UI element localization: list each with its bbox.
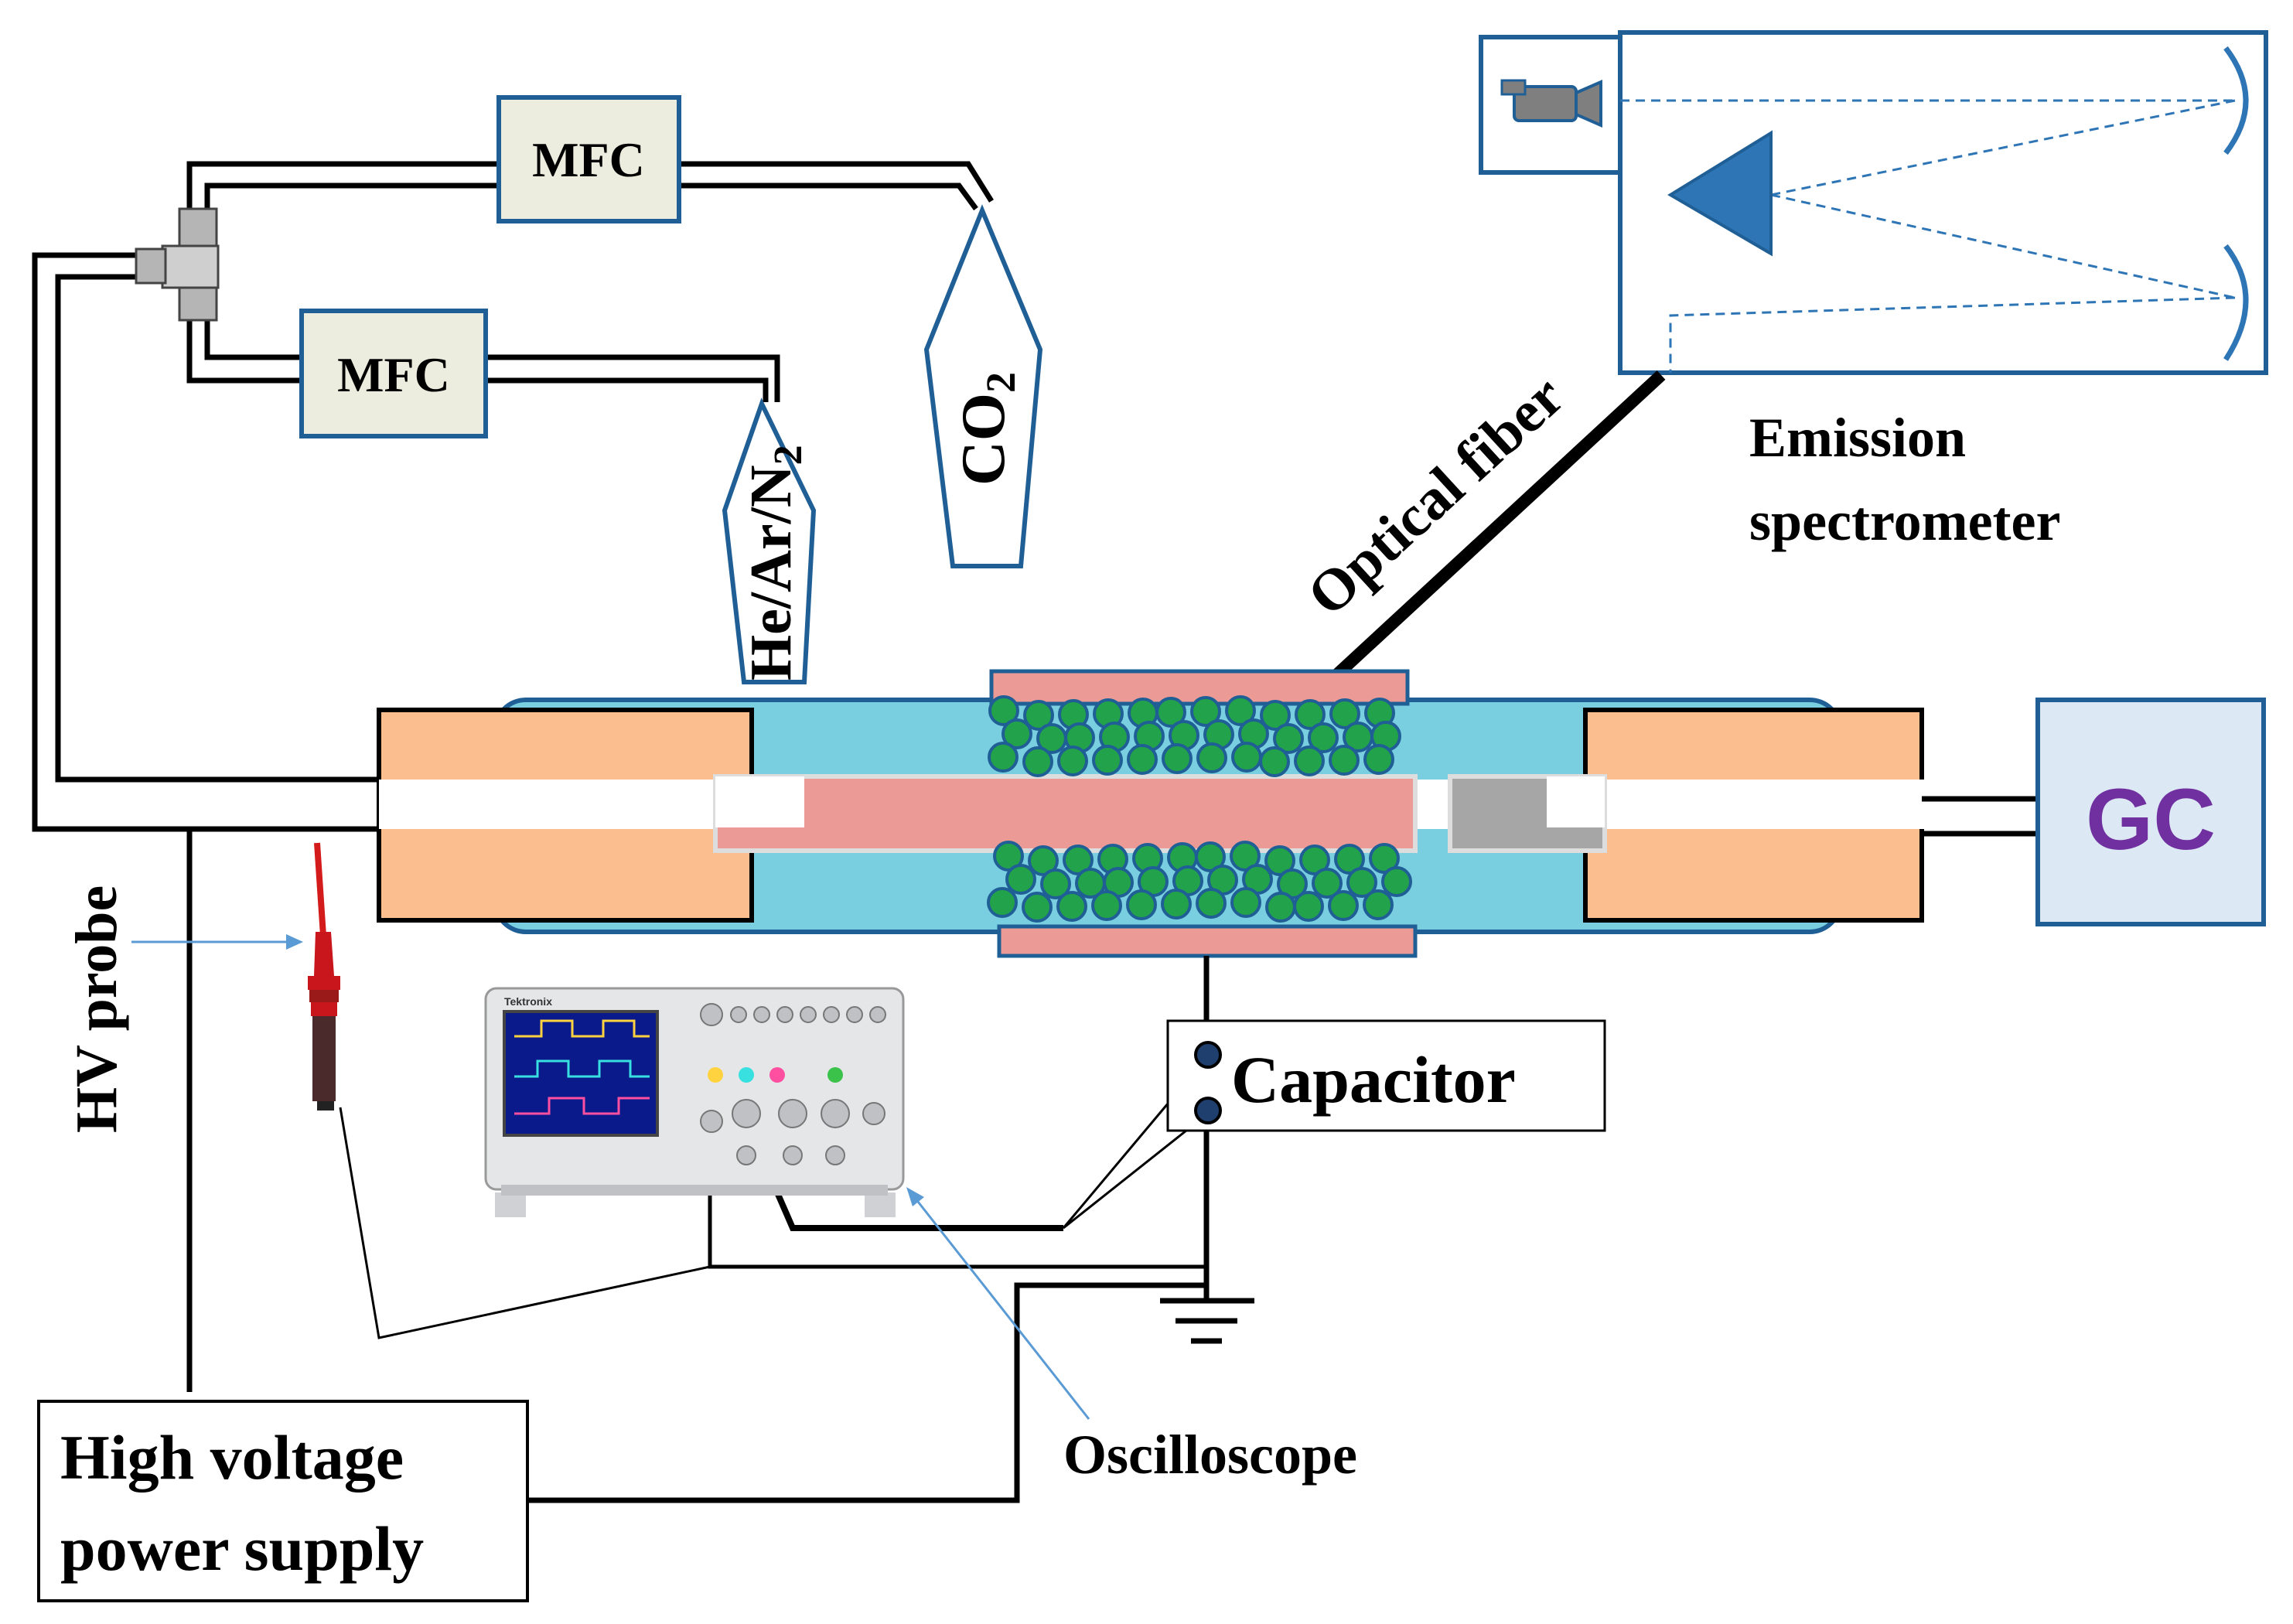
- catalyst-bead: [1196, 888, 1227, 919]
- oscilloscope-label: Oscilloscope: [1063, 1424, 1357, 1486]
- prism-icon: [1667, 130, 1773, 257]
- spectrometer-label-line1: Emission: [1749, 407, 1966, 469]
- svg-text:CO2: CO2: [950, 372, 1024, 486]
- catalyst-bead: [1363, 744, 1394, 775]
- tee-connector-icon: [135, 207, 220, 322]
- emission-spectrometer: [1479, 30, 2268, 375]
- catalyst-bead: [1225, 695, 1256, 726]
- gc-box: GC: [2035, 698, 2266, 926]
- catalyst-bead: [1040, 868, 1071, 899]
- catalyst-bead: [1363, 889, 1394, 920]
- video-camera-icon: [1500, 79, 1602, 128]
- mirror-bottom-icon: [2223, 244, 2249, 361]
- catalyst-bead: [1056, 891, 1087, 922]
- co2-cylinder: CO2: [923, 204, 1043, 568]
- catalyst-bead: [1329, 698, 1360, 729]
- catalyst-bead: [987, 887, 1018, 918]
- catalyst-bead: [1162, 743, 1193, 774]
- catalyst-bead: [1161, 889, 1192, 919]
- catalyst-bead: [1001, 718, 1032, 749]
- catalyst-bead: [1155, 697, 1186, 728]
- mfc-top: MFC: [496, 95, 681, 223]
- catalyst-bead: [1196, 742, 1227, 773]
- co2-label: CO: [950, 393, 1018, 486]
- inert-gas-label: He/Ar/N: [739, 465, 804, 681]
- catalyst-bead: [1260, 700, 1291, 731]
- catalyst-bead: [1259, 746, 1290, 777]
- inert-gas-cylinder: He/Ar/N2: [722, 397, 817, 684]
- catalyst-bead: [988, 742, 1019, 773]
- catalyst-bead: [1295, 699, 1326, 730]
- catalyst-bead: [1057, 745, 1088, 776]
- gc-label: GC: [2086, 771, 2216, 868]
- hv-power-supply: High voltage power supply: [37, 1400, 529, 1602]
- catalyst-bead: [1190, 696, 1221, 727]
- catalyst-bead: [1329, 745, 1360, 776]
- svg-text:He/Ar/N2: He/Ar/N2: [739, 445, 810, 681]
- catalyst-bead: [1265, 892, 1296, 923]
- oscilloscope-icon: Tektronix: [484, 987, 905, 1217]
- spectrometer-label-line2: spectrometer: [1749, 490, 2060, 552]
- catalyst-bead: [1230, 887, 1261, 918]
- catalyst-beads: [987, 695, 1412, 923]
- catalyst-bead: [1022, 746, 1053, 777]
- gas-lines: [32, 161, 994, 832]
- oscilloscope-brand: Tektronix: [504, 995, 552, 1008]
- power-supply-label-line1: High voltage: [60, 1422, 404, 1493]
- hv-probe-label: HV probe: [64, 885, 129, 1133]
- inert-gas-subscript: 2: [766, 445, 810, 465]
- catalyst-bead: [1312, 868, 1343, 899]
- catalyst-bead: [1308, 722, 1339, 753]
- ground-symbol-icon: [1160, 1298, 1254, 1344]
- hv-probe-icon: [308, 842, 340, 1111]
- hv-probe-pointer: [131, 934, 303, 950]
- catalyst-bead: [1294, 745, 1325, 776]
- catalyst-bead: [1127, 744, 1158, 775]
- oscilloscope-pointer: [906, 1187, 1090, 1420]
- catalyst-bead: [1022, 892, 1053, 923]
- optical-fiber: [1322, 370, 1666, 689]
- mfc-bottom-label: MFC: [337, 347, 450, 402]
- dbd-reactor: [377, 669, 2042, 958]
- mirror-top-icon: [2223, 46, 2249, 155]
- outer-electrode-bottom: [997, 924, 1418, 958]
- catalyst-bead: [988, 695, 1019, 726]
- catalyst-bead: [1092, 745, 1123, 776]
- catalyst-bead: [1293, 891, 1324, 922]
- catalyst-bead: [1005, 864, 1036, 895]
- catalyst-bead: [1091, 890, 1122, 921]
- catalyst-bead: [1328, 890, 1359, 921]
- catalyst-bead: [1273, 723, 1304, 754]
- co2-subscript: 2: [978, 372, 1024, 393]
- power-supply-label-line2: power supply: [60, 1513, 424, 1584]
- capacitor: Capacitor: [1166, 1019, 1606, 1132]
- mfc-top-label: MFC: [532, 132, 645, 187]
- inner-electrode: [713, 774, 1418, 853]
- catalyst-bead: [1346, 867, 1377, 898]
- catalyst-bead: [1381, 866, 1412, 897]
- catalyst-bead: [1231, 742, 1262, 773]
- capacitor-label: Capacitor: [1231, 1042, 1516, 1117]
- catalyst-bead: [1023, 700, 1054, 731]
- mfc-bottom: MFC: [299, 309, 488, 438]
- catalyst-bead: [1126, 889, 1157, 920]
